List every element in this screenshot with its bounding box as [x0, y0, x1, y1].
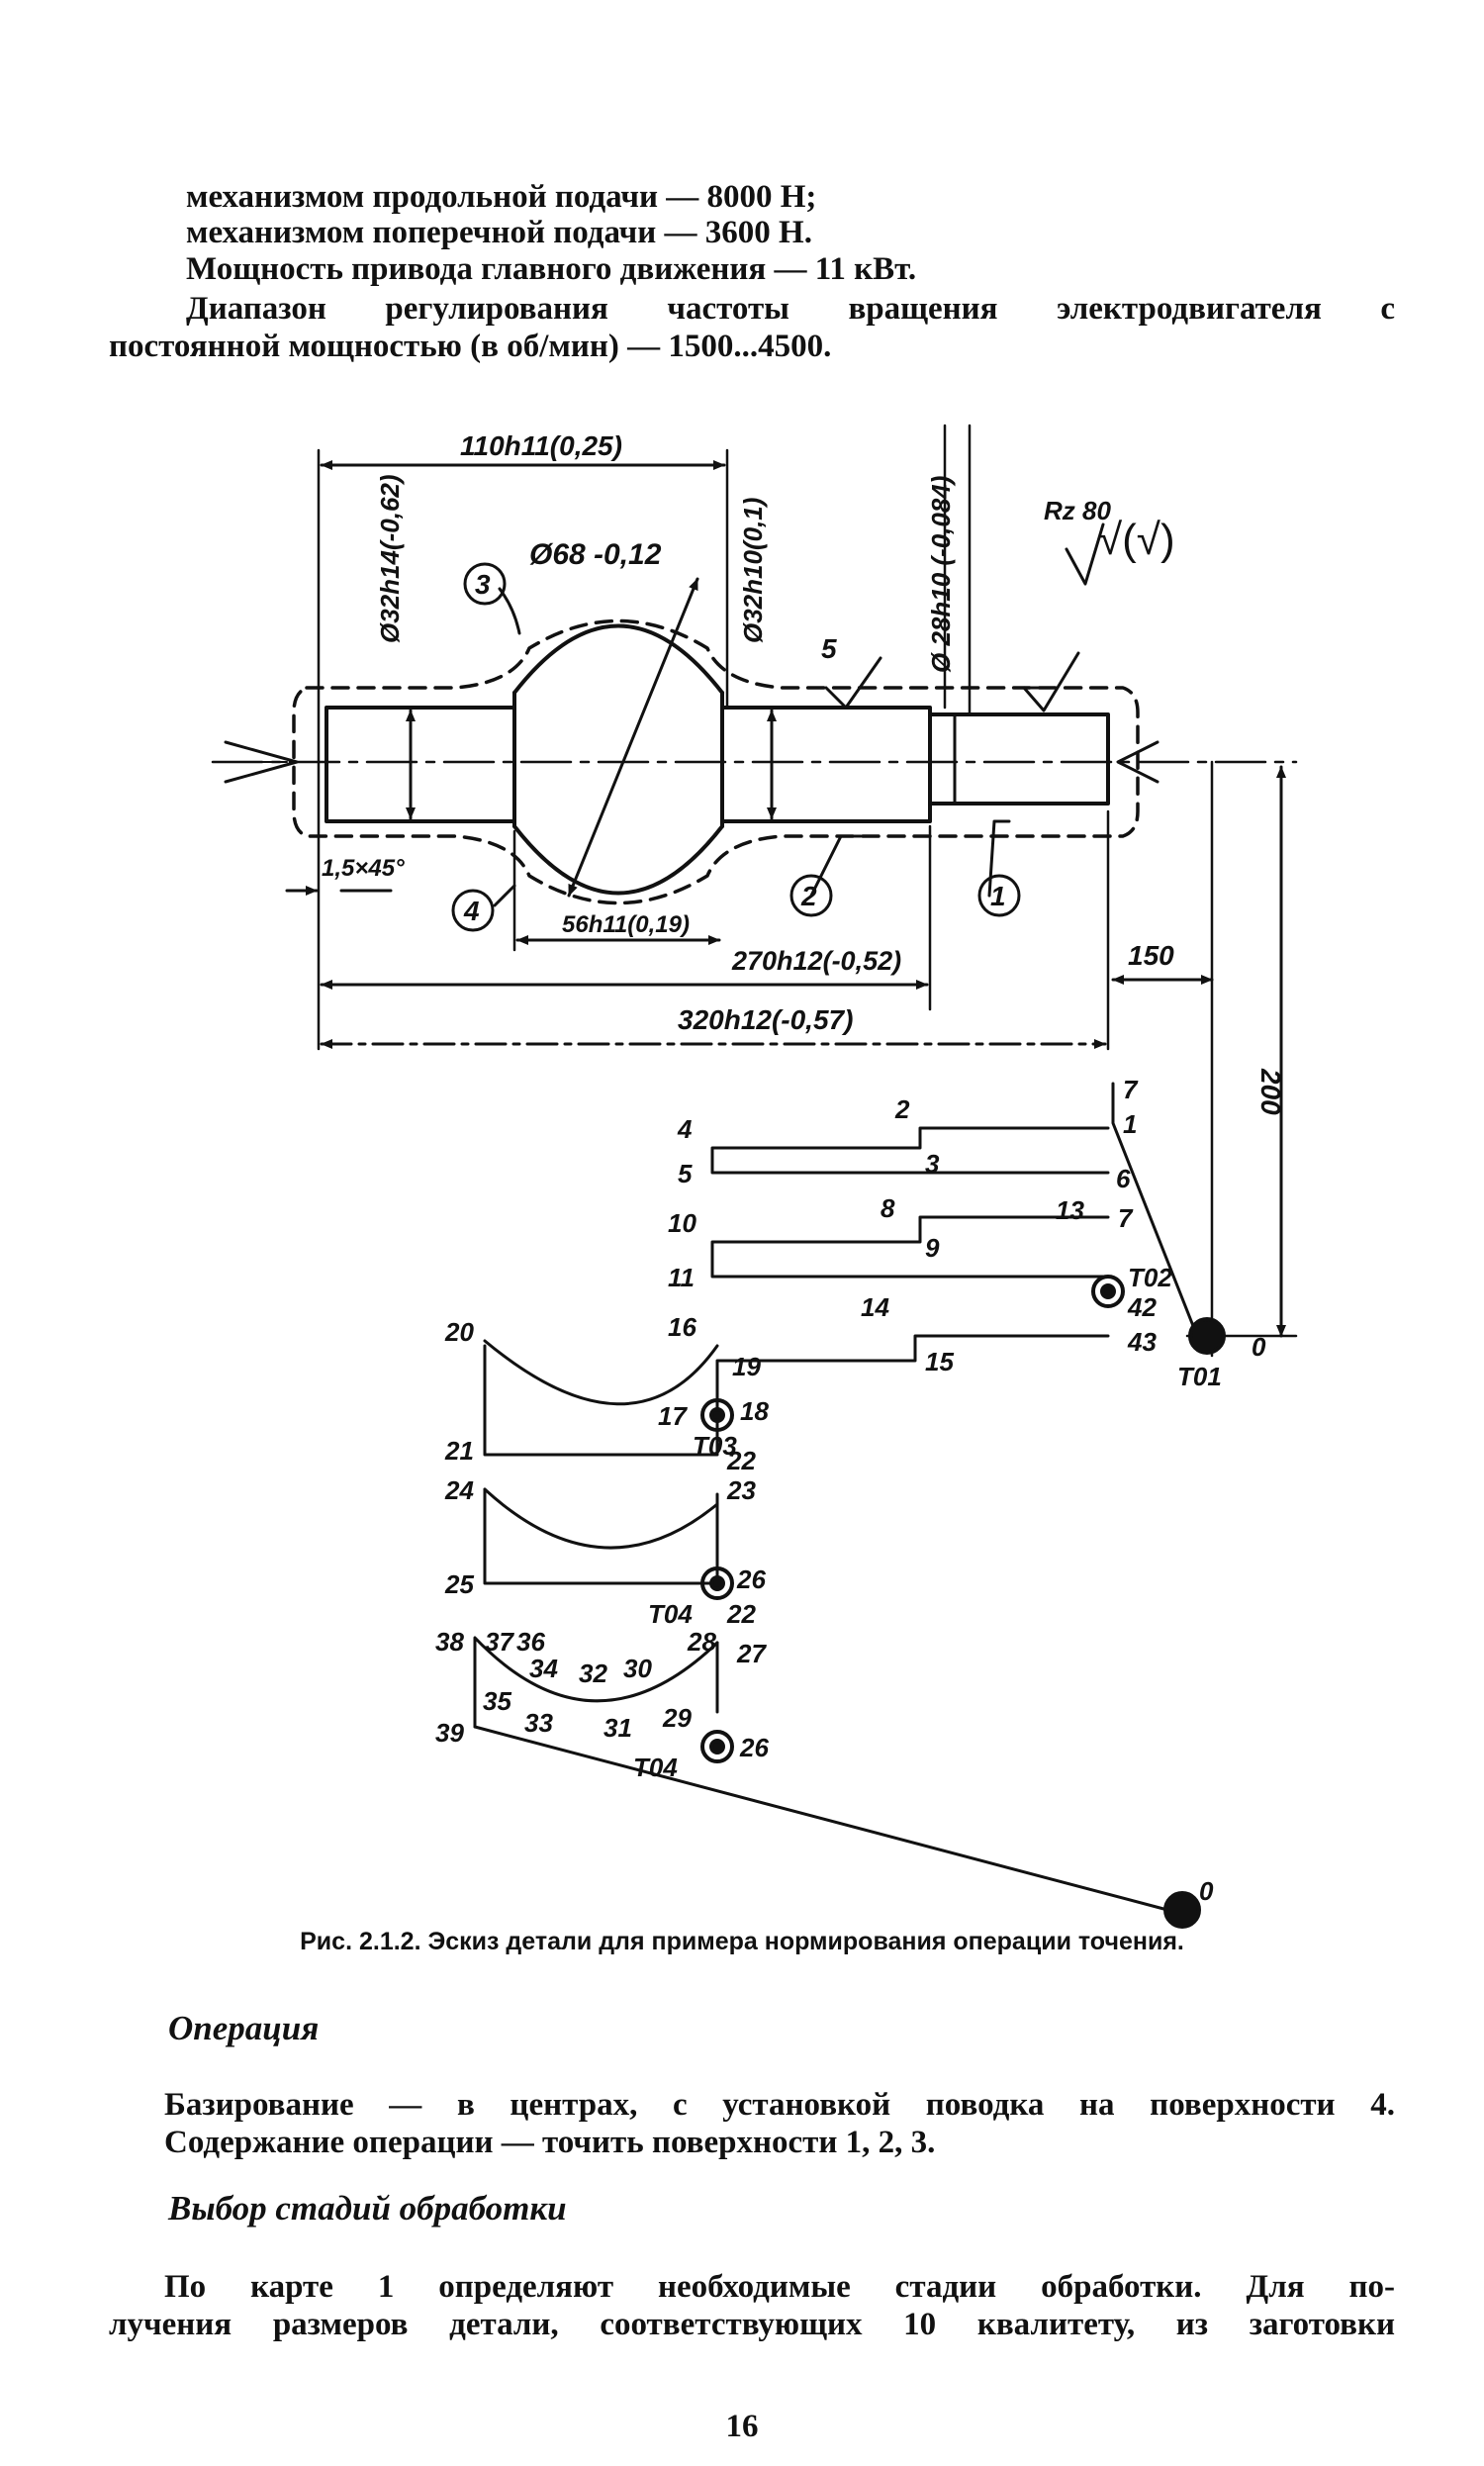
point-label: 14: [861, 1292, 889, 1322]
center-right: [1116, 740, 1159, 784]
point-label: 19: [732, 1352, 761, 1381]
point-label: 11: [668, 1263, 695, 1292]
point-label: 15: [925, 1347, 954, 1376]
point-label: 37: [485, 1627, 514, 1657]
point-label: 30: [623, 1654, 652, 1683]
section-title-operation: Операция: [168, 2009, 320, 2047]
point-label: 25: [444, 1569, 474, 1599]
point-label: 8: [881, 1193, 895, 1223]
center-left: [224, 740, 299, 784]
roughness-symbol: √(√): [1098, 516, 1175, 564]
point-label: 26: [739, 1733, 769, 1762]
point-label: 0: [1252, 1332, 1266, 1362]
point-label: 21: [444, 1436, 474, 1466]
tool-label: T01: [1177, 1362, 1222, 1391]
dim-56: 56h11(0,19): [562, 911, 690, 938]
tool-label: T04: [648, 1599, 693, 1629]
point-label: 24: [444, 1475, 474, 1505]
operation-paragraph-1: Базирование — в центрах, с установкой по…: [164, 2087, 1395, 2123]
point-label: 0: [1199, 1876, 1214, 1906]
shaft-right-section: [928, 712, 1110, 806]
point-label: 36: [516, 1627, 545, 1657]
point-label: 35: [483, 1686, 511, 1716]
intro-line-1: механизмом продольной подачи — 8000 Н;: [186, 179, 817, 215]
blank-outline: [292, 618, 1140, 905]
point-label: 42: [1127, 1292, 1157, 1322]
point-label: 1: [1123, 1109, 1137, 1139]
point-label: 6: [1116, 1164, 1131, 1193]
intro-line-4b: постоянной мощностью (в об/мин) — 1500..…: [109, 329, 832, 364]
point-label: 33: [524, 1708, 553, 1738]
dim-chamfer: 1,5×45°: [322, 855, 405, 882]
point-label: 17: [658, 1401, 688, 1431]
section-title-stages: Выбор стадий обработки: [168, 2189, 567, 2228]
point-label: 4: [677, 1114, 693, 1144]
point-label: 34: [529, 1654, 558, 1683]
shaft-collar: [512, 623, 724, 896]
point-label: 3: [925, 1149, 940, 1179]
intro-line-4a: Диапазон регулирования частоты вращения …: [186, 291, 1395, 327]
dim-32-left: Ø32h14(-0,62): [375, 474, 405, 643]
point-label: 27: [736, 1639, 767, 1668]
point-label: 22: [726, 1446, 756, 1475]
surface-1: 1: [990, 881, 1006, 911]
point-label: 7: [1123, 1075, 1139, 1104]
point-label: 22: [726, 1599, 756, 1629]
point-label: 20: [444, 1317, 474, 1347]
tool-label: T04: [633, 1753, 678, 1782]
point-label: 32: [579, 1659, 607, 1688]
shaft-left-section: [325, 706, 516, 823]
tool-label: T02: [1128, 1263, 1172, 1292]
figure-caption: Рис. 2.1.2. Эскиз детали для примера нор…: [300, 1928, 1184, 1955]
dim-68: Ø68 -0,12: [529, 538, 662, 571]
point-label: 18: [740, 1396, 769, 1426]
roughness-5: 5: [821, 633, 837, 664]
surface-3: 3: [475, 569, 491, 600]
point-label: 16: [668, 1312, 696, 1342]
stages-paragraph-line-1: По карте 1 определяют необходимые стадии…: [164, 2269, 1395, 2305]
point-label: 31: [603, 1713, 632, 1743]
point-label: 10: [668, 1208, 696, 1238]
dim-270: 270h12(-0,52): [731, 946, 901, 976]
page-number: 16: [725, 2409, 759, 2444]
point-label: 43: [1127, 1327, 1157, 1357]
point-label: 5: [678, 1159, 693, 1188]
point-label: 2: [894, 1094, 910, 1124]
dim-200: 200: [1255, 1068, 1286, 1115]
point-label: 23: [726, 1475, 756, 1505]
shaft-middle-section: [720, 706, 932, 823]
point-label: 9: [925, 1233, 940, 1263]
point-label: 39: [435, 1718, 464, 1748]
surface-2: 2: [800, 881, 817, 911]
tool-label: T03: [693, 1431, 737, 1461]
roughness-rz: Rz 80: [1044, 496, 1111, 525]
point-label: 38: [435, 1627, 464, 1657]
dim-32-right: Ø32h10(0,1): [738, 498, 768, 643]
dim-28: Ø 28h10 (-0,084): [926, 476, 956, 673]
point-label: 28: [687, 1627, 716, 1657]
dim-320: 320h12(-0,57): [678, 1004, 853, 1035]
point-label: 26: [736, 1565, 766, 1594]
point-label: 7: [1118, 1203, 1134, 1233]
operation-paragraph-2: Содержание операции — точить поверхности…: [164, 2125, 936, 2160]
dim-110: 110h11(0,25): [460, 430, 622, 461]
point-label: 29: [662, 1703, 692, 1733]
surface-4: 4: [463, 896, 480, 926]
intro-line-3: Мощность привода главного движения — 11 …: [186, 251, 917, 287]
intro-line-2: механизмом поперечной подачи — 3600 Н.: [186, 215, 812, 250]
point-label: 13: [1056, 1195, 1084, 1225]
dim-150: 150: [1128, 940, 1174, 971]
stages-paragraph-line-2: лучения размеров детали, соответствующих…: [109, 2307, 1395, 2342]
